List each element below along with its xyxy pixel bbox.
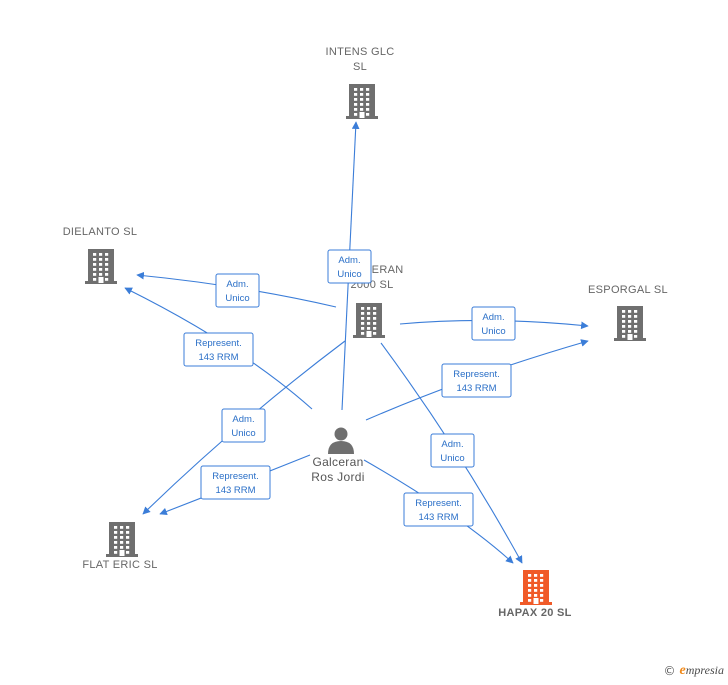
building-icon[interactable] [614, 306, 646, 341]
edge-label-text: Adm. [338, 255, 360, 266]
edge-label-text: Adm. [441, 439, 463, 450]
edge-label-text: 143 RRM [198, 352, 238, 363]
edge-label-text: Unico [225, 293, 249, 304]
edge-label-text: Represent. [415, 498, 461, 509]
node-label: ESPORGAL SL [588, 284, 668, 296]
edge-label-e3[interactable]: Represent. 143 RRM [183, 332, 254, 367]
edge-label-box [215, 273, 260, 308]
node-esporgal[interactable]: ESPORGAL SL [588, 284, 668, 341]
node-dielanto[interactable]: DIELANTO SL [63, 226, 138, 284]
edge-label-box [441, 363, 512, 398]
edge-label-e7[interactable]: Represent. 143 RRM [200, 465, 271, 500]
edge-label-text: Unico [440, 453, 464, 464]
edge-label-text: Unico [337, 269, 361, 280]
building-icon[interactable] [85, 249, 117, 284]
edge-label-box [221, 408, 266, 443]
edge-label-box [430, 433, 475, 468]
building-icon[interactable] [520, 570, 552, 605]
node-label: DIELANTO SL [63, 226, 138, 238]
edge-label-text: Unico [231, 428, 255, 439]
edge-label-box [200, 465, 271, 500]
edge-label-e5[interactable]: Represent. 143 RRM [441, 363, 512, 398]
node-label: FLAT ERIC SL [82, 559, 157, 571]
edge-label-e4[interactable]: Adm. Unico [471, 306, 516, 341]
node-label: INTENS GLC [325, 46, 394, 58]
copyright-icon: © [663, 664, 676, 678]
edge-label-box [403, 492, 474, 527]
node-label: SL [353, 61, 367, 73]
edge-label-e6[interactable]: Adm. Unico [221, 408, 266, 443]
edge-label-box [183, 332, 254, 367]
node-label: HAPAX 20 SL [498, 607, 571, 619]
node-intens[interactable]: INTENS GLC SL [325, 46, 394, 119]
edge-label-text: 143 RRM [456, 383, 496, 394]
copyright-footer: © empresia [664, 663, 724, 679]
building-icon[interactable] [346, 84, 378, 119]
edge-label-e8[interactable]: Adm. Unico [430, 433, 475, 468]
edge-label-text: Represent. [453, 369, 499, 380]
building-icon[interactable] [106, 522, 138, 557]
edge-label-e9[interactable]: Represent. 143 RRM [403, 492, 474, 527]
node-label: Galceran [312, 455, 363, 469]
empresia-logo[interactable]: empresia [679, 663, 724, 678]
node-hapax[interactable]: HAPAX 20 SL [498, 570, 571, 619]
edge-label-e2[interactable]: Adm. Unico [215, 273, 260, 308]
edge-label-text: 143 RRM [418, 512, 458, 523]
edge-label-text: Adm. [232, 414, 254, 425]
node-label: Ros Jordi [311, 470, 364, 484]
edge-label-text: Unico [481, 326, 505, 337]
edge-label-text: Adm. [226, 279, 248, 290]
edge-label-text: 143 RRM [215, 485, 255, 496]
edge-label-box [327, 249, 372, 284]
edge-label-text: Adm. [482, 312, 504, 323]
edge-label-e1[interactable]: Adm. Unico [327, 249, 372, 284]
edge-label-text: Represent. [195, 338, 241, 349]
edge-label-box [471, 306, 516, 341]
edge-label-text: Represent. [212, 471, 258, 482]
node-flateric[interactable]: FLAT ERIC SL [82, 522, 157, 571]
building-icon[interactable] [353, 303, 385, 338]
person-icon[interactable] [328, 427, 354, 455]
